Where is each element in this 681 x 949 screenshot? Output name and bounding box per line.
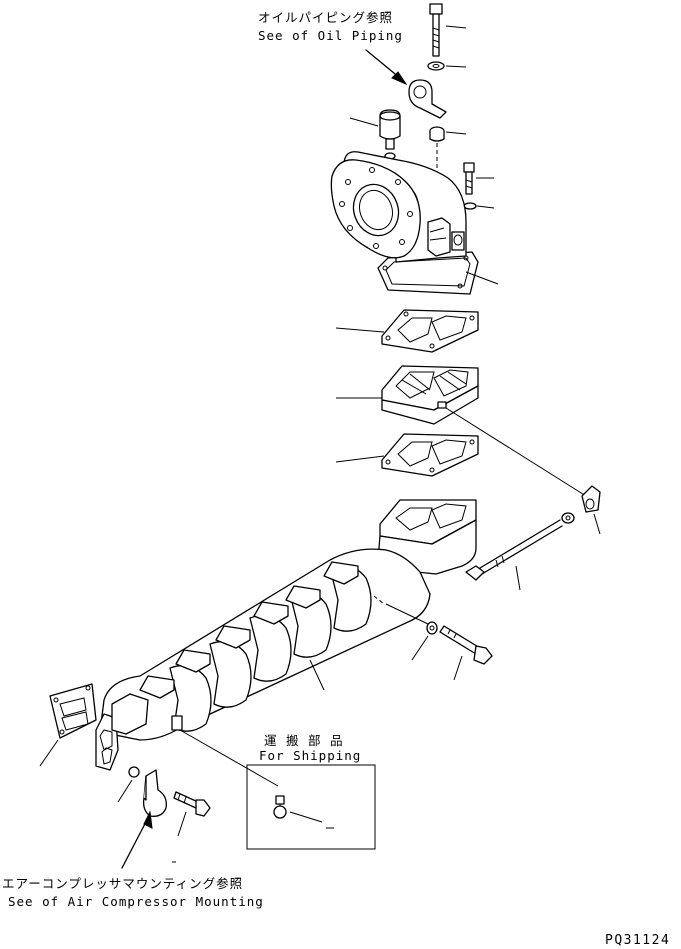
mounting-clamp — [142, 769, 167, 817]
top-washer — [427, 61, 445, 71]
air-compressor-arrow — [121, 810, 153, 869]
leader-line — [411, 635, 429, 661]
shipping-title-jp: 運 搬 部 品 — [264, 733, 344, 748]
leader-line — [349, 117, 379, 127]
oil-tube — [465, 512, 575, 581]
leader-line — [593, 513, 601, 535]
leader-line — [309, 659, 325, 691]
leader-line — [465, 271, 499, 285]
leader-line — [445, 25, 467, 29]
gasket-upper — [381, 309, 479, 353]
oil-piping-arrow — [365, 49, 408, 86]
leader-line — [289, 811, 323, 823]
pipe-clamp — [408, 79, 447, 119]
air-compressor-ref-jp: エアーコンプレッサマウンティング参照 — [2, 876, 243, 891]
connector-line — [445, 407, 587, 497]
turbo-elbow — [330, 151, 479, 295]
small-washer — [463, 202, 477, 210]
adapter-block — [381, 365, 479, 425]
plug-sensor — [379, 109, 401, 160]
lower-washer — [128, 766, 140, 778]
leader-line — [335, 327, 385, 333]
leader-line — [335, 455, 385, 463]
drawing-code: PQ31124 — [605, 933, 670, 948]
manifold-washer — [426, 621, 438, 635]
connector-line — [385, 603, 429, 625]
oil-piping-ref-en: See of Oil Piping — [258, 28, 403, 43]
end-gasket — [49, 683, 97, 739]
shipping-plug — [273, 795, 287, 819]
oil-piping-ref-jp: オイルパイピング参照 — [258, 10, 393, 25]
banjo-connector — [581, 485, 601, 513]
leader-line — [445, 131, 467, 135]
leader-line — [177, 811, 187, 837]
manifold-bolt — [439, 625, 493, 665]
leader-line — [515, 565, 521, 591]
top-bolt — [429, 3, 443, 57]
leader-line — [445, 65, 467, 68]
lower-bolt — [173, 791, 211, 817]
leader-line — [453, 655, 463, 681]
small-bolt — [463, 162, 475, 195]
air-compressor-ref-en: See of Air Compressor Mounting — [8, 894, 264, 909]
leader-line — [476, 205, 495, 209]
shipping-title-en: For Shipping — [259, 748, 361, 763]
leader-line — [117, 779, 133, 803]
leader-line — [39, 739, 59, 767]
gasket-lower — [381, 433, 479, 477]
top-spacer — [429, 126, 445, 142]
shipping-box — [246, 764, 376, 850]
hidden-line — [373, 595, 385, 605]
connector-line — [179, 729, 279, 787]
exhaust-manifold — [95, 499, 477, 771]
